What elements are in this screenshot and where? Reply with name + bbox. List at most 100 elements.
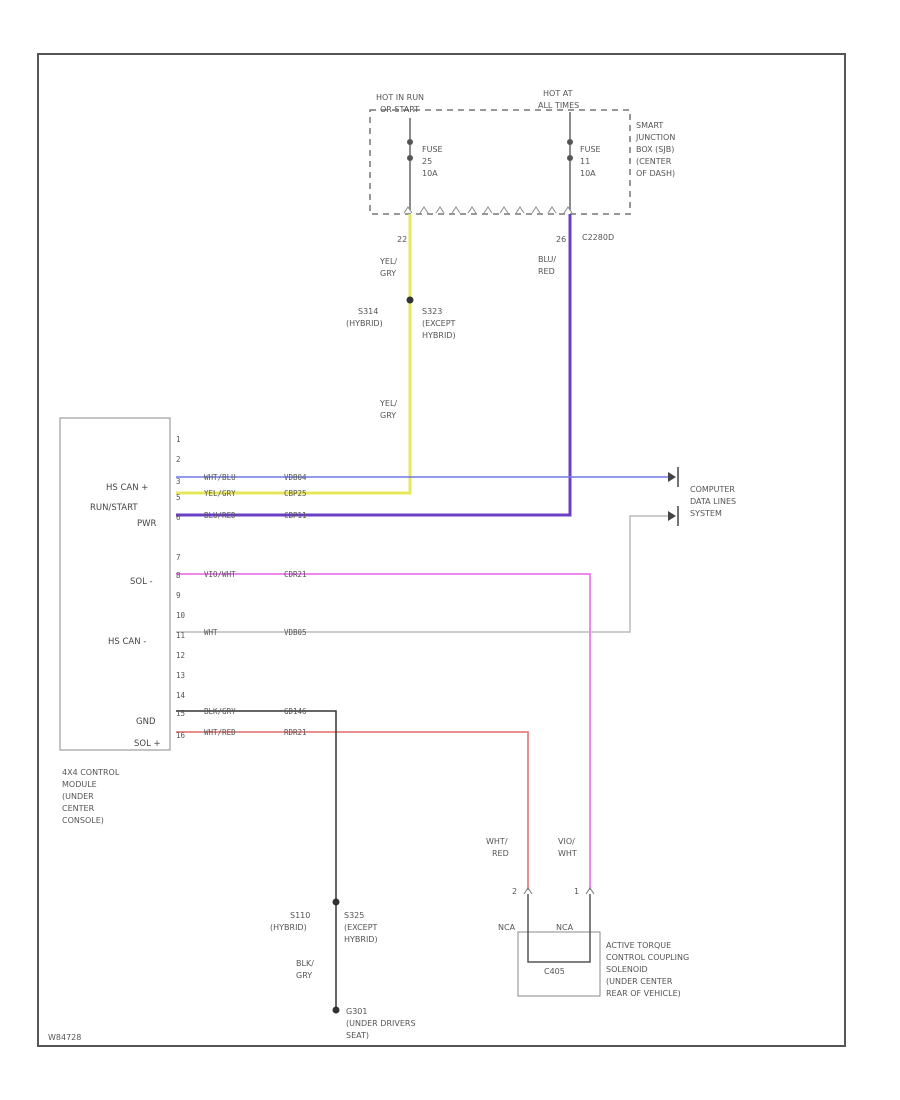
solenoid-label-2: CONTROL COUPLING [606, 953, 689, 962]
blk-gry-1: BLK/ [296, 959, 314, 968]
row-wht-blu-circuit: VDB04 [284, 473, 307, 482]
hot-run-start-line1: HOT IN RUN [376, 93, 424, 102]
splice-right-2: (EXCEPT [422, 319, 456, 328]
row-yel-gry-circuit: CBP25 [284, 489, 307, 498]
row-wht-red-circuit: RDR21 [284, 728, 307, 737]
row-blu-red-color: BLU/RED [204, 511, 236, 520]
computer-data-3: SYSTEM [690, 509, 722, 518]
module-box [59, 417, 171, 751]
row-vio-wht-color: VIO/WHT [204, 570, 236, 579]
solenoid-coil-wire [527, 894, 591, 963]
module-pin-label-pwr: PWR [137, 519, 157, 529]
pin-8: 8 [176, 571, 181, 580]
wire-blk-gry [176, 710, 337, 1010]
pin-2: 2 [176, 455, 181, 464]
blk-gry-2: GRY [296, 971, 312, 980]
fuse-left-top-terminal [407, 139, 413, 145]
module-label-2: MODULE [62, 780, 97, 789]
fuse-right-number: 11 [580, 157, 590, 166]
fuse-right-label: FUSE [580, 145, 601, 154]
wht-red-bottom-2: RED [492, 849, 509, 858]
row-blu-red-circuit: CBP11 [284, 511, 307, 520]
solenoid-pin-label-right: NCA [556, 923, 574, 932]
module-pin-label-hs-can-plus: HS CAN + [106, 483, 148, 493]
pin-16: 16 [176, 731, 186, 740]
sjb-label-2: JUNCTION [635, 133, 675, 142]
vio-wht-bottom-2: WHT [558, 849, 577, 858]
sjb-label-3: BOX (SJB) [636, 145, 674, 154]
module-label-3: (UNDER [62, 792, 94, 801]
yel-gry-top-1: YEL/ [379, 257, 397, 266]
pin-7: 7 [176, 553, 181, 562]
splice-s314-dot [406, 296, 414, 304]
solenoid-connector-left [523, 887, 533, 895]
solenoid-connector-id: C405 [544, 967, 565, 976]
splice-s110-dot [332, 898, 340, 906]
ground-label-1: G301 [346, 1007, 367, 1016]
row-wht-color: WHT [204, 628, 218, 637]
row-blk-gry-color: BLK/GRY [204, 707, 236, 716]
yel-gry-top-2: GRY [380, 269, 396, 278]
ground-splice-right-2: (EXCEPT [344, 923, 378, 932]
splice-right-1: S323 [422, 307, 442, 316]
wire-wht [176, 515, 668, 633]
pin-1: 1 [176, 435, 181, 444]
pin-13: 13 [176, 671, 185, 680]
data-arrow-bottom [668, 511, 676, 521]
pin-15: 15 [176, 709, 185, 718]
pin-3: 3 [176, 477, 181, 486]
pin-14: 14 [176, 691, 186, 700]
row-blk-gry-circuit: GD146 [284, 707, 307, 716]
yel-gry-mid-1: YEL/ [379, 399, 397, 408]
splice-left-2: (HYBRID) [346, 319, 383, 328]
yel-gry-mid-2: GRY [380, 411, 396, 420]
solenoid-pin-2: 2 [512, 887, 517, 896]
solenoid-label-3: SOLENOID [606, 965, 648, 974]
pin-6: 6 [176, 513, 181, 522]
pin-12: 12 [176, 651, 185, 660]
computer-data-2: DATA LINES [690, 497, 736, 506]
row-yel-gry-color: YEL/GRY [204, 489, 236, 498]
ground-g301-dot [332, 1006, 340, 1014]
solenoid-label-5: REAR OF VEHICLE) [606, 989, 681, 998]
solenoid-label-4: (UNDER CENTER [606, 977, 673, 986]
row-wht-circuit: VDB05 [284, 628, 307, 637]
footer-code: W84728 [48, 1033, 81, 1042]
fuse-right-bottom-terminal [567, 155, 573, 161]
row-wht-blu-color: WHT/BLU [204, 473, 236, 482]
fuse-left-number: 25 [422, 157, 432, 166]
module-label-1: 4X4 CONTROL [62, 768, 120, 777]
pin-5: 5 [176, 493, 181, 502]
ground-splice-left-2: (HYBRID) [270, 923, 307, 932]
wire-vio-wht [176, 573, 591, 890]
fuse-left-label: FUSE [422, 145, 443, 154]
module-pin-label-hs-can-minus: HS CAN - [108, 637, 146, 647]
data-arrow-top [668, 472, 676, 482]
wht-red-bottom-1: WHT/ [486, 837, 508, 846]
fuse-right-rating: 10A [580, 169, 596, 178]
sjb-pin-right: 26 [556, 235, 566, 244]
hot-run-start-line2: OR START [380, 105, 419, 114]
module-label-5: CONSOLE) [62, 816, 104, 825]
row-vio-wht-circuit: CDR21 [284, 570, 307, 579]
hot-all-times-line1: HOT AT [543, 89, 573, 98]
sjb-connector-id: C2280D [582, 233, 614, 242]
sjb-label-4: (CENTER [636, 157, 672, 166]
solenoid-pin-label-left: NCA [498, 923, 516, 932]
module-pin-label-gnd: GND [136, 717, 156, 727]
ground-label-2: (UNDER DRIVERS [346, 1019, 416, 1028]
vio-wht-bottom-1: VIO/ [558, 837, 575, 846]
fuse-left-bottom-terminal [407, 155, 413, 161]
diagram-border [37, 53, 846, 1047]
blu-red-top-2: RED [538, 267, 555, 276]
solenoid-connector-right [585, 887, 595, 895]
sjb-label-5: OF DASH) [636, 169, 675, 178]
hot-all-times-line2: ALL TIMES [538, 101, 579, 110]
module-pin-label-run-start: RUN/START [90, 503, 138, 513]
sjb-pin-left: 22 [397, 235, 407, 244]
ground-splice-right-1: S325 [344, 911, 364, 920]
row-wht-red-color: WHT/RED [204, 728, 236, 737]
splice-right-3: HYBRID) [422, 331, 456, 340]
sjb-label-1: SMART [636, 121, 663, 130]
